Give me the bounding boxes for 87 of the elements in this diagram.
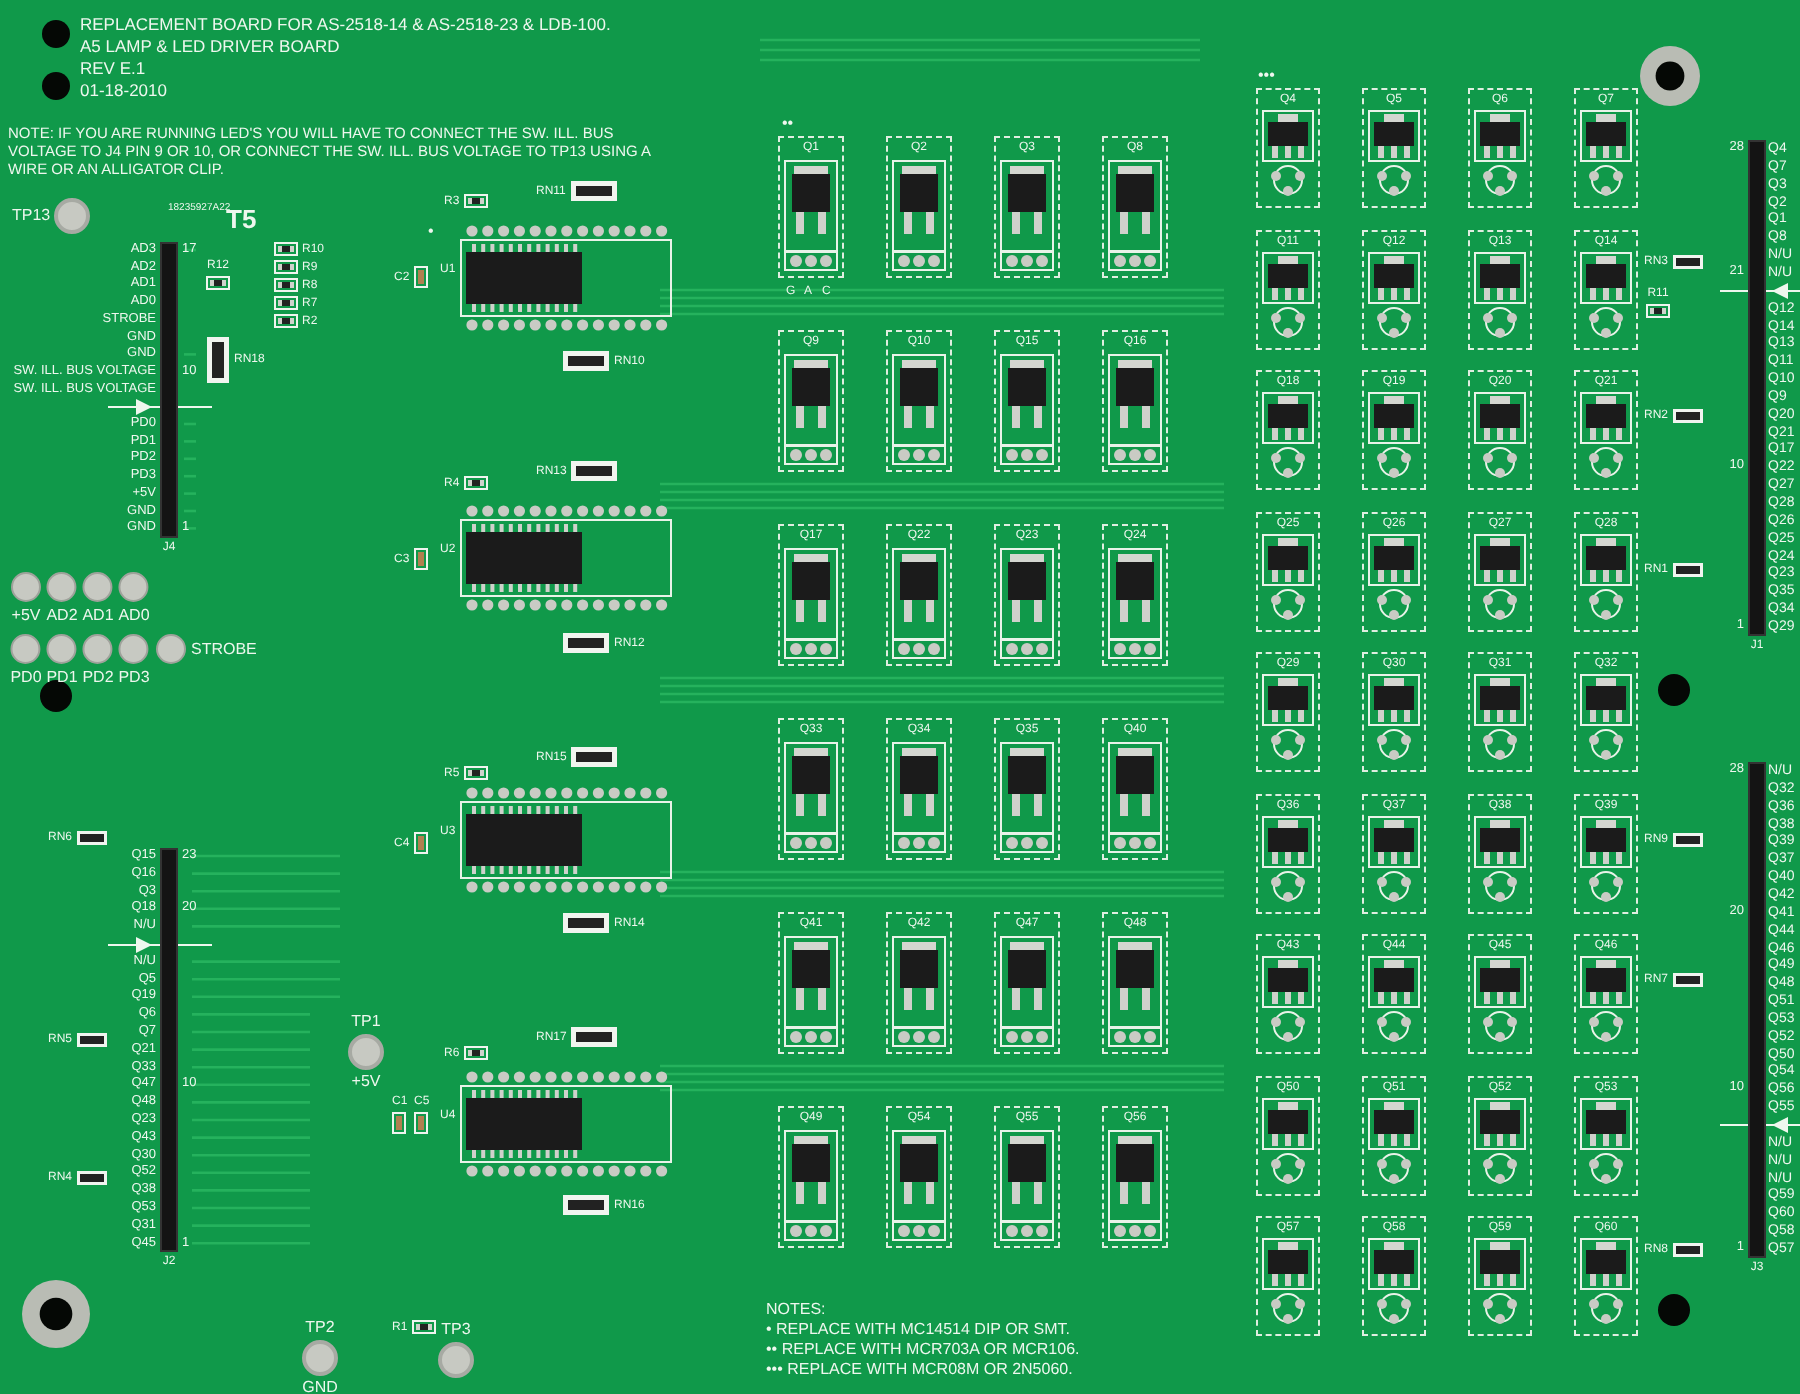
component-outline (778, 912, 844, 1054)
component-outline (1574, 370, 1638, 490)
component-outline (994, 524, 1060, 666)
test-point-label: TP2 (305, 1320, 335, 1336)
test-point-label: TP1 (351, 1014, 381, 1030)
component-outline (1256, 1216, 1320, 1336)
component-outline (778, 718, 844, 860)
component-outline (1362, 1075, 1426, 1195)
pad-label: PD0 (10, 670, 42, 686)
pad-label: AD2 (46, 608, 78, 624)
component-outline (994, 136, 1060, 278)
component-outline (1574, 1075, 1638, 1195)
component-outline (1574, 229, 1638, 349)
component-outline (1256, 229, 1320, 349)
component-outline (1362, 1216, 1426, 1336)
component-outline (1468, 88, 1532, 208)
silkscreen-text: 01-18-2010 (80, 82, 167, 99)
silkscreen-text: ••• REPLACE WITH MCR08M OR 2N5060. (766, 1362, 1073, 1378)
pad-label: AD0 (118, 608, 150, 624)
component-outline (1468, 511, 1532, 631)
component-outline (1468, 229, 1532, 349)
silkscreen-text: • REPLACE WITH MC14514 DIP OR SMT. (766, 1322, 1071, 1338)
test-point-label: GND (302, 1380, 338, 1394)
component-outline (1102, 136, 1168, 278)
component-outline (1574, 88, 1638, 208)
component-outline (1574, 1216, 1638, 1336)
component-outline (1102, 1106, 1168, 1248)
silkscreen-text: T5 (226, 206, 257, 232)
pad-label: AD1 (82, 608, 114, 624)
component-outline (1256, 88, 1320, 208)
component-outline (1362, 229, 1426, 349)
component-outline (994, 718, 1060, 860)
pad-label: STROBE (191, 641, 257, 657)
component-outline (886, 136, 952, 278)
silkscreen-text: A5 LAMP & LED DRIVER BOARD (80, 38, 340, 55)
note-marker: •• (782, 116, 794, 132)
component-outline (1468, 793, 1532, 913)
component-outline (1468, 370, 1532, 490)
component-outline (1574, 934, 1638, 1054)
component-outline (1574, 652, 1638, 772)
component-outline (994, 912, 1060, 1054)
component-outline (1468, 1075, 1532, 1195)
component-outline (994, 1106, 1060, 1248)
component-outline (778, 1106, 844, 1248)
component-outline (1102, 524, 1168, 666)
pad-label: PD3 (118, 670, 150, 686)
component-outline (1362, 652, 1426, 772)
component-outline (1574, 511, 1638, 631)
component-outline (1362, 88, 1426, 208)
silkscreen-text: REPLACEMENT BOARD FOR AS-2518-14 & AS-2518-23 & LDB-100. (80, 16, 611, 33)
component-outline (1362, 511, 1426, 631)
component-outline (1468, 934, 1532, 1054)
pad-label: +5V (11, 608, 41, 624)
silkscreen-text: REV E.1 (80, 60, 146, 77)
component-outline (1102, 718, 1168, 860)
component-outline (1468, 652, 1532, 772)
component-outline (886, 718, 952, 860)
component-outline (1468, 1216, 1532, 1336)
component-outline (1256, 511, 1320, 631)
component-outline (1362, 793, 1426, 913)
component-outline (1362, 370, 1426, 490)
component-outline (1256, 370, 1320, 490)
component-outline (886, 524, 952, 666)
test-point-label: TP3 (441, 1322, 471, 1338)
component-outline (1256, 652, 1320, 772)
component-outline (886, 330, 952, 472)
pad-label: PD1 (46, 670, 78, 686)
component-outline (1102, 330, 1168, 472)
test-point-label: +5V (351, 1074, 381, 1090)
component-outline (1256, 1075, 1320, 1195)
note-marker: • (428, 224, 434, 240)
component-outline (886, 1106, 952, 1248)
component-outline (1256, 793, 1320, 913)
component-outline (994, 330, 1060, 472)
silkscreen-text: NOTES: (766, 1302, 826, 1318)
silkscreen-text: •• REPLACE WITH MCR703A OR MCR106. (766, 1342, 1080, 1358)
pad-label: PD2 (82, 670, 114, 686)
note-marker: ••• (1258, 68, 1275, 84)
component-outline (778, 330, 844, 472)
component-outline (886, 912, 952, 1054)
component-outline (1362, 934, 1426, 1054)
component-outline (778, 136, 844, 278)
component-outline (1102, 912, 1168, 1054)
test-point-label: TP13 (12, 208, 51, 224)
component-outline (1574, 793, 1638, 913)
component-outline (778, 524, 844, 666)
component-outline (1256, 934, 1320, 1054)
